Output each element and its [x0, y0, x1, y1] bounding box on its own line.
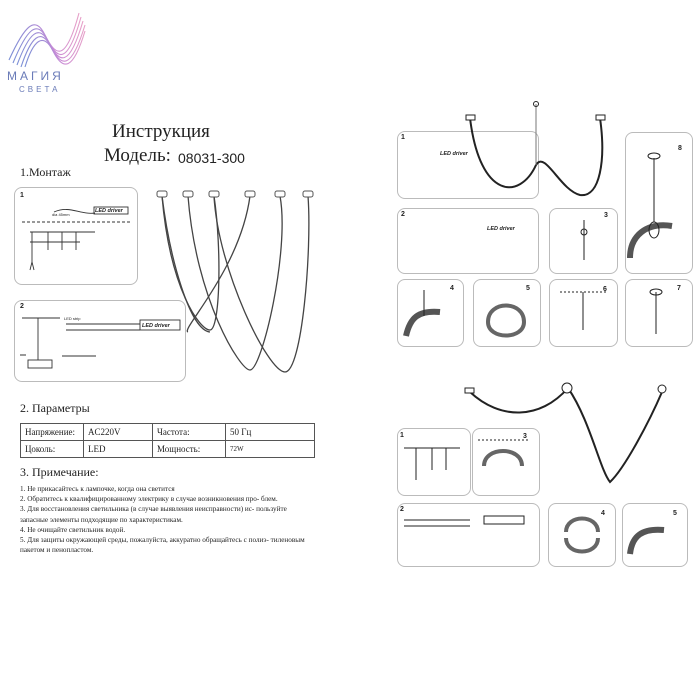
led-driver-label: LED driver [95, 208, 123, 214]
r-step-1-box [397, 131, 539, 199]
brand-logo: МАГИЯ СВЕТА [5, 5, 87, 97]
r2-step-4-number: 4 [601, 510, 605, 517]
socket-label: Цоколь: [20, 440, 84, 458]
r2-step-3-number: 3 [523, 433, 527, 440]
step-2-number: 2 [20, 303, 24, 310]
r-step-2-number: 2 [401, 211, 405, 218]
r-step-3-number: 3 [604, 212, 608, 219]
model-label: Модель: [104, 145, 171, 166]
r2-step-5-box [622, 503, 688, 567]
led-strip-label: LED strip [64, 316, 81, 321]
voltage-label: Напряжение: [20, 423, 84, 441]
section-params-title: 2. Параметры [20, 401, 90, 415]
power-value: 72W [225, 440, 315, 458]
r-step-4-number: 4 [450, 285, 454, 292]
led-driver-label-2: LED driver [142, 323, 170, 329]
r2-step-1-box [397, 428, 471, 496]
logo-wave-icon [8, 12, 86, 68]
voltage-value: AC220V [83, 423, 153, 441]
r-step-5-number: 5 [526, 285, 530, 292]
step-1-number: 1 [20, 192, 24, 199]
model-number: 08031-300 [178, 150, 245, 166]
table-row: Цоколь: LED Мощность: 72W [20, 440, 315, 458]
logo-word-1: МАГИЯ [7, 69, 64, 83]
r-led-driver-label: LED driver [440, 151, 468, 157]
r-step-6-box [549, 279, 618, 347]
r-step-7-box [625, 279, 693, 347]
note-item: 2. Обратитесь к квалифицированному элект… [20, 495, 278, 504]
r2-step-2-number: 2 [400, 506, 404, 513]
note-item: 1. Не прикасайтесь к лампочке, когда она… [20, 485, 175, 493]
section-mount-title: 1.Монтаж [20, 165, 71, 179]
r-step-8-box [625, 132, 693, 274]
logo-word-2: СВЕТА [19, 85, 61, 94]
note-item: 3. Для восстановления светильника (в слу… [20, 505, 287, 524]
r-step-2-box [397, 208, 539, 274]
freq-label: Частота: [152, 423, 226, 441]
r-step-1-number: 1 [401, 134, 405, 141]
power-label: Мощность: [152, 440, 226, 458]
freq-value: 50 Гц [225, 423, 315, 441]
dia-label: dia 45mm [52, 212, 70, 217]
doc-title: Инструкция [112, 121, 210, 142]
r2-step-1-number: 1 [400, 432, 404, 439]
r-step-5-box [473, 279, 541, 347]
r2-led-driver-label: LED driver [484, 520, 512, 526]
note-item: 5. Для защиты окружающей среды, пожалуйс… [20, 536, 305, 555]
step-1-box [14, 187, 138, 285]
socket-value: LED [83, 440, 153, 458]
r-step-7-number: 7 [677, 285, 681, 292]
params-table: Напряжение: AC220V Частота: 50 Гц Цоколь… [20, 423, 315, 458]
r2-step-5-number: 5 [673, 510, 677, 517]
r-led-driver-label-2: LED driver [487, 226, 515, 232]
r2-step-4-box [548, 503, 616, 567]
notes-list: 1. Не прикасайтесь к лампочке, когда она… [20, 484, 310, 555]
step-2-box [14, 300, 186, 382]
r2-step-3-box [472, 428, 540, 496]
table-row: Напряжение: AC220V Частота: 50 Гц [20, 423, 315, 441]
note-item: 4. Не очищайте светильник водой. [20, 525, 126, 534]
r2-step-2-box [397, 503, 540, 567]
section-notes-title: 3. Примечание: [20, 465, 99, 479]
r-step-8-number: 8 [678, 145, 682, 152]
r-step-6-number: 6 [603, 286, 607, 293]
